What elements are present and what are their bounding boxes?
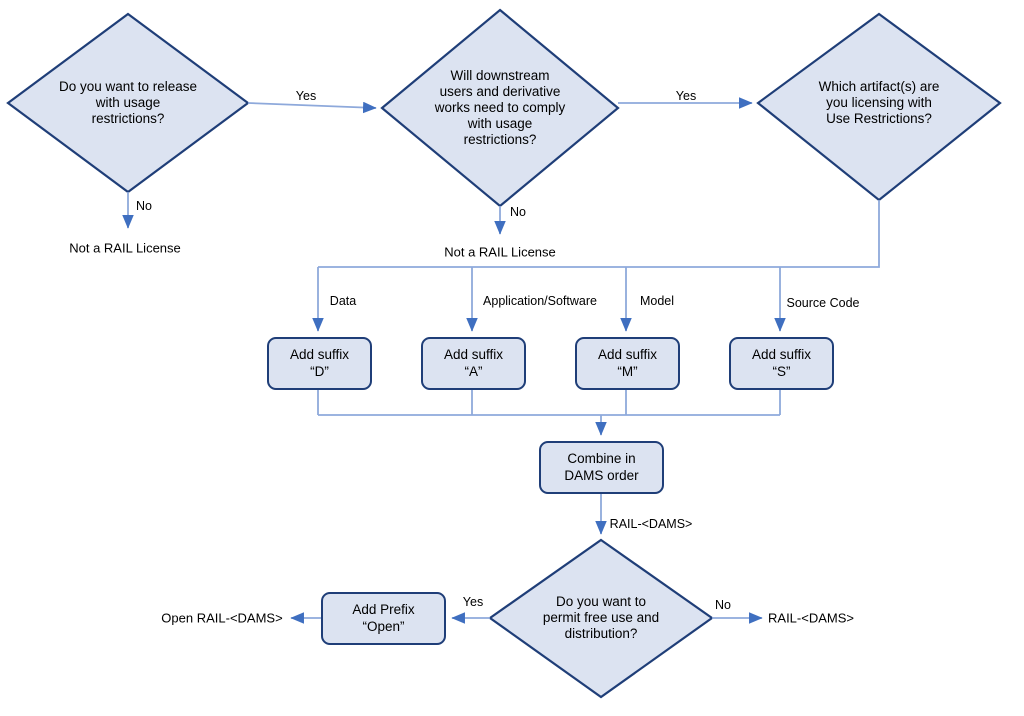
terminal-open-rail-dams: Open RAIL-<DAMS>	[161, 610, 283, 626]
edge-label-yes-d1: Yes	[295, 88, 317, 103]
process-box-add-suffix-s[interactable]: Add suffix “S”	[729, 337, 834, 390]
edge-label-branch-data: Data	[329, 293, 357, 308]
edge-label-no-d2: No	[510, 205, 526, 219]
edge-d1-yes-to-d2	[247, 101, 377, 114]
edge-label-branch-source-code: Source Code	[786, 295, 860, 310]
process-label-add-suffix-m: Add suffix “M”	[597, 347, 658, 379]
terminal-rail-dams: RAIL-<DAMS>	[768, 610, 854, 626]
decision-shape-permit-free-use	[488, 538, 714, 699]
edge-label-no-d1: No	[136, 199, 152, 213]
process-box-add-suffix-a[interactable]: Add suffix “A”	[421, 337, 526, 390]
process-label-add-suffix-s: Add suffix “S”	[751, 347, 812, 379]
process-box-add-prefix-open[interactable]: Add Prefix “Open”	[321, 592, 446, 645]
process-label-add-prefix-open: Add Prefix “Open”	[352, 602, 415, 634]
edge-label-yes-d2: Yes	[675, 88, 697, 103]
edge-label-yes-d4: Yes	[462, 594, 484, 609]
edge-label-branch-model: Model	[639, 293, 675, 308]
edge-label-rail-dams-mid: RAIL-<DAMS>	[609, 516, 693, 531]
process-box-add-suffix-d[interactable]: Add suffix “D”	[267, 337, 372, 390]
process-box-add-suffix-m[interactable]: Add suffix “M”	[575, 337, 680, 390]
decision-shape-which-artifacts	[756, 12, 1002, 202]
process-label-add-suffix-d: Add suffix “D”	[289, 347, 350, 379]
process-label-add-suffix-a: Add suffix “A”	[443, 347, 504, 379]
process-box-combine-in-dams-order[interactable]: Combine in DAMS order	[539, 441, 664, 494]
process-label-combine-in-dams-order: Combine in DAMS order	[564, 451, 639, 483]
decision-shape-release-with-usage-restrictions	[6, 12, 250, 194]
terminal-not-a-rail-license-2: Not a RAIL License	[444, 244, 556, 260]
edge-d3-to-branch-bus	[318, 200, 880, 268]
edge-label-no-d4: No	[715, 597, 731, 612]
edge-label-branch-application-software: Application/Software	[483, 293, 597, 308]
terminal-not-a-rail-license-1: Not a RAIL License	[69, 240, 181, 256]
decision-shape-downstream-comply	[380, 8, 620, 208]
